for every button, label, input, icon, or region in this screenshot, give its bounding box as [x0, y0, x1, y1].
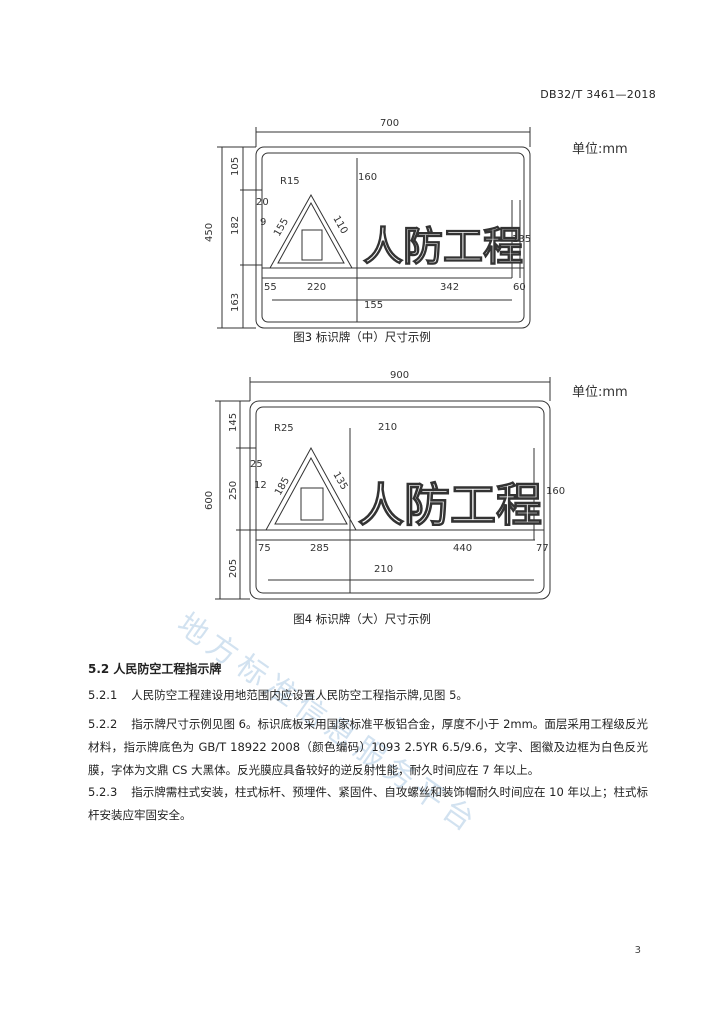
dim-bottom: 163 — [230, 293, 241, 312]
paragraph-number: 5.2.3 — [88, 785, 118, 799]
paragraph-text: 指示牌尺寸示例见图 6。标识底板采用国家标准平板铝合金，厚度不小于 2mm。面层… — [88, 717, 648, 777]
figure-3-caption: 图3 标识牌（中）尺寸示例 — [293, 330, 431, 344]
figure-4: 人防工程 900 600 145 250 205 R25 25 12 210 2… — [0, 368, 724, 628]
dim-right-width: 440 — [453, 543, 472, 554]
sign-large-diagram: 人防工程 900 600 145 250 205 R25 25 12 210 2… — [204, 370, 565, 600]
dim-margin-left: 55 — [264, 282, 277, 293]
paragraph-text: 指示牌需柱式安装，柱式标杆、预埋件、紧固件、自攻螺丝和装饰帽耐久时间应在 10 … — [88, 785, 648, 822]
dim-left-width: 220 — [307, 282, 326, 293]
page-number: 3 — [634, 945, 641, 956]
dim-9: 9 — [260, 217, 266, 228]
sign-outer-border — [255, 146, 531, 329]
dim-margin-right: 77 — [536, 543, 549, 554]
dim-text-height: 160 — [546, 486, 565, 497]
dim-top: 145 — [228, 413, 239, 432]
dim-210: 210 — [378, 422, 397, 433]
paragraph-number: 5.2.1 — [88, 688, 118, 702]
dim-25: 25 — [250, 459, 263, 470]
dim-mid: 182 — [230, 216, 241, 235]
dim-width: 700 — [380, 118, 399, 129]
dim-height: 450 — [204, 223, 215, 242]
dim-mid: 250 — [228, 481, 239, 500]
dim-bottom: 205 — [228, 559, 239, 578]
dim-bottom-inner: 210 — [374, 564, 393, 575]
dim-radius: R15 — [280, 176, 300, 187]
figure-3: 人防工程 700 450 105 182 163 R15 20 9 160 22… — [0, 110, 724, 344]
unit-label-fig4: 单位:mm — [572, 385, 628, 400]
dim-text-height: 135 — [512, 234, 531, 245]
sign-medium-text: 人防工程 — [363, 224, 523, 270]
dim-tri-b: 110 — [330, 214, 349, 236]
section-title: 5.2 人民防空工程指示牌 — [88, 662, 222, 676]
dim-20: 20 — [256, 197, 269, 208]
sign-outer-border — [249, 400, 551, 600]
unit-label-fig3: 单位:mm — [572, 142, 628, 157]
dim-width: 900 — [390, 370, 409, 381]
paragraph-number: 5.2.2 — [88, 717, 118, 731]
sign-inner-border — [261, 152, 525, 323]
paragraph-5-2-1: 5.2.1 人民防空工程建设用地范围内应设置人民防空工程指示牌,见图 5。 — [88, 684, 648, 707]
standard-code: DB32/T 3461—2018 — [540, 88, 656, 101]
dim-margin-left: 75 — [258, 543, 271, 554]
sign-inner-border — [255, 406, 545, 594]
dim-radius: R25 — [274, 423, 294, 434]
dim-bottom-inner: 155 — [364, 300, 383, 311]
dim-160: 160 — [358, 172, 377, 183]
paragraph-text: 人民防空工程建设用地范围内应设置人民防空工程指示牌,见图 5。 — [131, 688, 468, 702]
sign-medium-diagram: 人防工程 700 450 105 182 163 R15 20 9 160 22… — [204, 118, 531, 329]
figure-4-caption: 图4 标识牌（大）尺寸示例 — [293, 612, 431, 626]
dim-left-width: 285 — [310, 543, 329, 554]
dim-top: 105 — [230, 157, 241, 176]
dim-margin-right: 60 — [513, 282, 526, 293]
dim-height: 600 — [204, 491, 215, 510]
dim-tri-a: 185 — [273, 475, 292, 497]
dim-right-width: 342 — [440, 282, 459, 293]
sign-large-text: 人防工程 — [358, 478, 542, 532]
dim-12: 12 — [254, 480, 267, 491]
